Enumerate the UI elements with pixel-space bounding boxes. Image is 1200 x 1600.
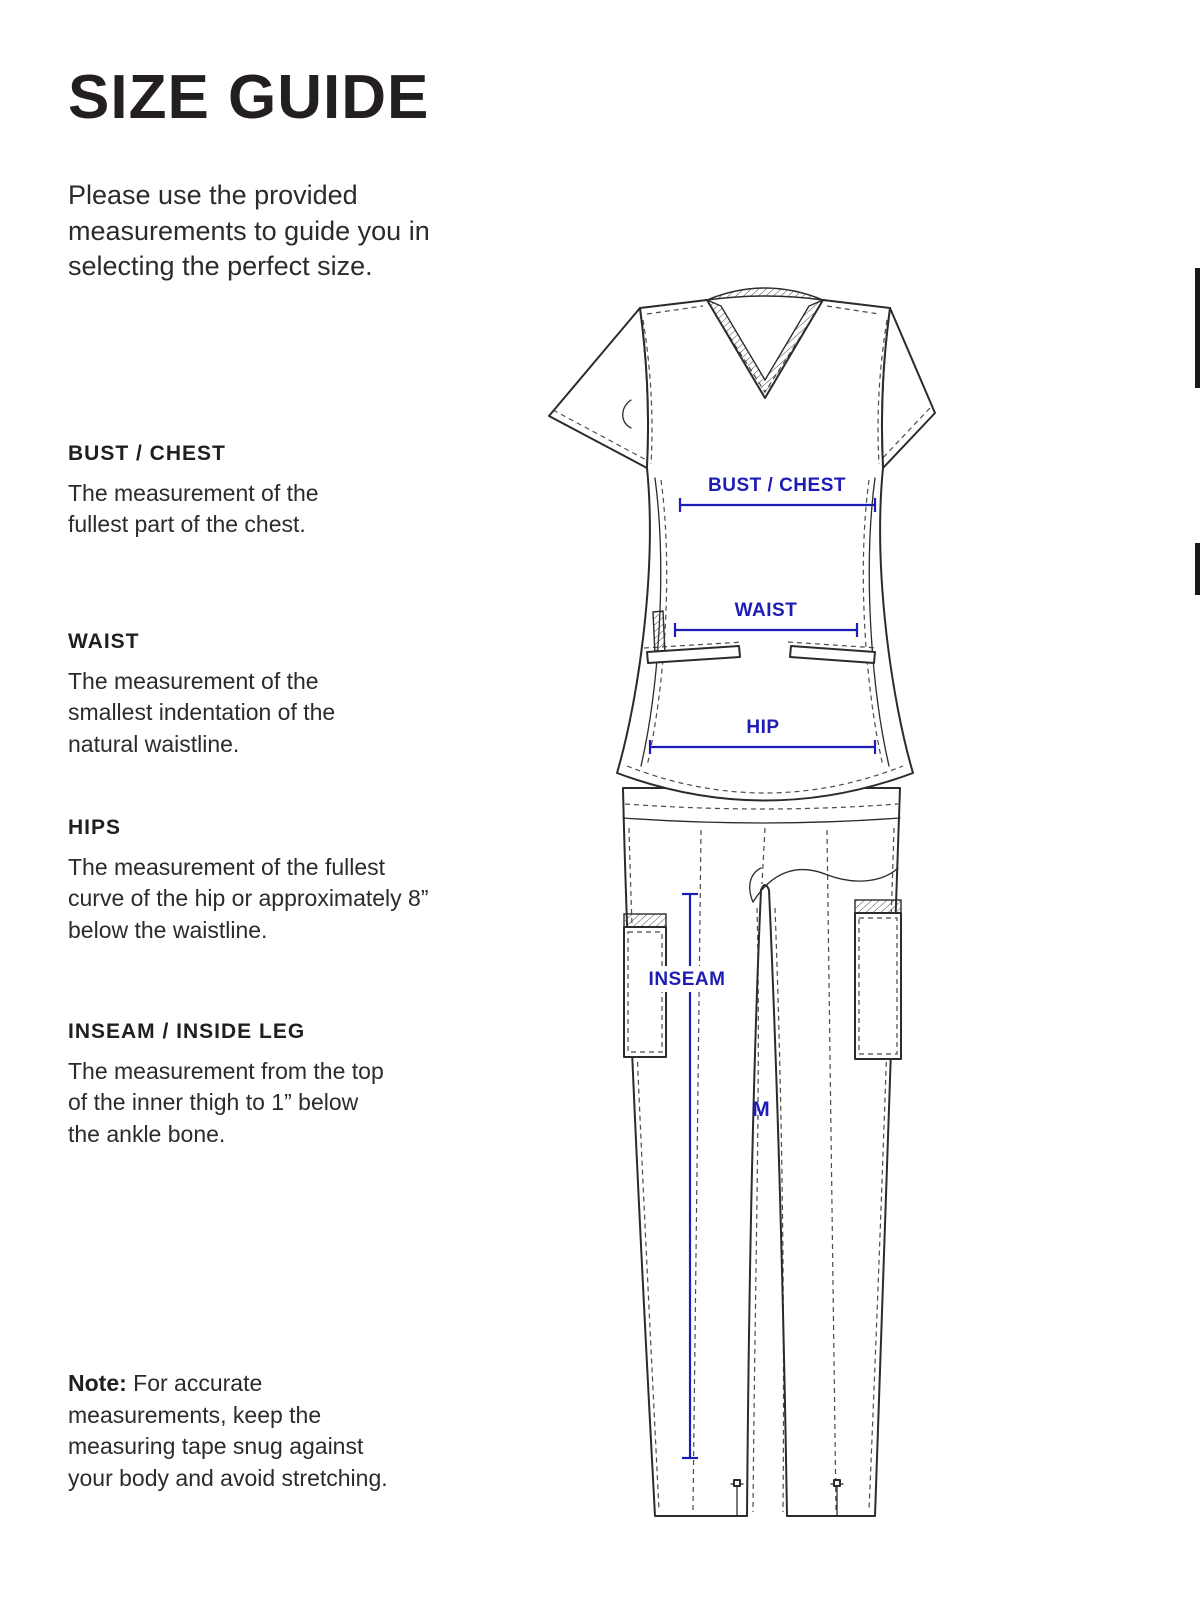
fly-stitch (761, 827, 766, 885)
sleeve-left (548, 307, 650, 469)
v-neck-band (705, 298, 825, 400)
definition-heading: INSEAM / INSIDE LEG (68, 1020, 306, 1043)
definition-bust-chest: BUST / CHEST The measurement of the full… (68, 442, 368, 541)
waist-measurement: WAIST (673, 600, 859, 637)
definition-body: The measurement of the smallest indentat… (68, 668, 336, 757)
back-collar (706, 287, 824, 301)
size-marker: M (752, 1098, 770, 1121)
hem-slit-left (730, 1479, 744, 1517)
inseam-label: INSEAM (649, 969, 726, 990)
scrubs-measurement-diagram: BUST / CHEST WAIST HIP (548, 287, 936, 1517)
page-title: SIZE GUIDE (68, 63, 430, 132)
definition-body: The measurement of the fullest part of t… (68, 480, 319, 538)
welt-pocket-left (646, 645, 741, 664)
definition-waist: WAIST The measurement of the smallest in… (68, 630, 370, 760)
hip-label: HIP (746, 717, 779, 738)
welt-pocket-right (789, 645, 876, 664)
inseam-measurement: INSEAM M (639, 892, 770, 1460)
hem-slit-right (830, 1479, 844, 1517)
definition-body: The measurement of the fullest curve of … (68, 854, 429, 943)
side-zipper-detail (652, 610, 666, 656)
bust-measurement: BUST / CHEST (678, 475, 877, 512)
measurement-overlays: BUST / CHEST WAIST HIP (639, 475, 877, 1460)
definition-inseam: INSEAM / INSIDE LEG The measurement from… (68, 1020, 393, 1150)
scrub-pants-illustration (622, 787, 902, 1517)
definition-heading: HIPS (68, 816, 122, 839)
note-body: For accurate measurements, keep the meas… (68, 1370, 388, 1491)
bust-label: BUST / CHEST (708, 475, 846, 496)
intro-text: Please use the provided measurements to … (68, 180, 430, 282)
definition-body: The measurement from the top of the inne… (68, 1058, 384, 1147)
sleeve-right (880, 307, 936, 469)
measurement-note: Note: For accurate measurements, keep th… (68, 1368, 413, 1494)
cropped-edge-mark (1195, 268, 1200, 388)
definition-hips: HIPS The measurement of the fullest curv… (68, 816, 440, 946)
note-label: Note: (68, 1370, 127, 1396)
hanger-loop (622, 399, 632, 429)
scrub-top-illustration (548, 287, 936, 802)
cargo-pocket-right (854, 899, 902, 1060)
definition-heading: BUST / CHEST (68, 442, 226, 465)
definition-heading: WAIST (68, 630, 140, 653)
drawstring (749, 867, 899, 903)
waist-label: WAIST (735, 600, 798, 621)
cropped-edge-mark (1195, 543, 1200, 595)
hip-measurement: HIP (648, 717, 877, 754)
